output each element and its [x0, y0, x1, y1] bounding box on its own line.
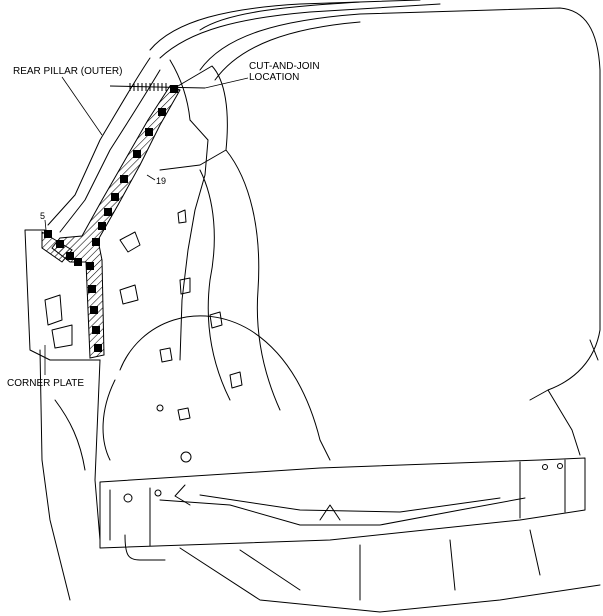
rear-crossmember [99, 457, 586, 549]
rear-opening-outline [199, 7, 601, 401]
pillar-hatched-region [51, 85, 181, 359]
leader-cut-location [204, 77, 249, 89]
roof-outline [149, 0, 421, 51]
cut-and-join-label-line2: LOCATION [249, 72, 300, 83]
rear-pillar-outer [47, 57, 151, 226]
leader-rear-pillar [61, 76, 103, 136]
leader-5 [44, 219, 47, 231]
wheel-arch [119, 315, 331, 461]
weld-count-lower: 5 [40, 211, 46, 221]
rear-pillar-outer-label: REAR PILLAR (OUTER) [13, 66, 123, 77]
weld-count-upper: 19 [156, 176, 167, 186]
weld-spots [44, 85, 178, 352]
cut-and-join-label-line1: CUT-AND-JOIN [249, 61, 320, 72]
corner-plate-label: CORNER PLATE [7, 378, 85, 389]
leader-19 [146, 174, 156, 181]
